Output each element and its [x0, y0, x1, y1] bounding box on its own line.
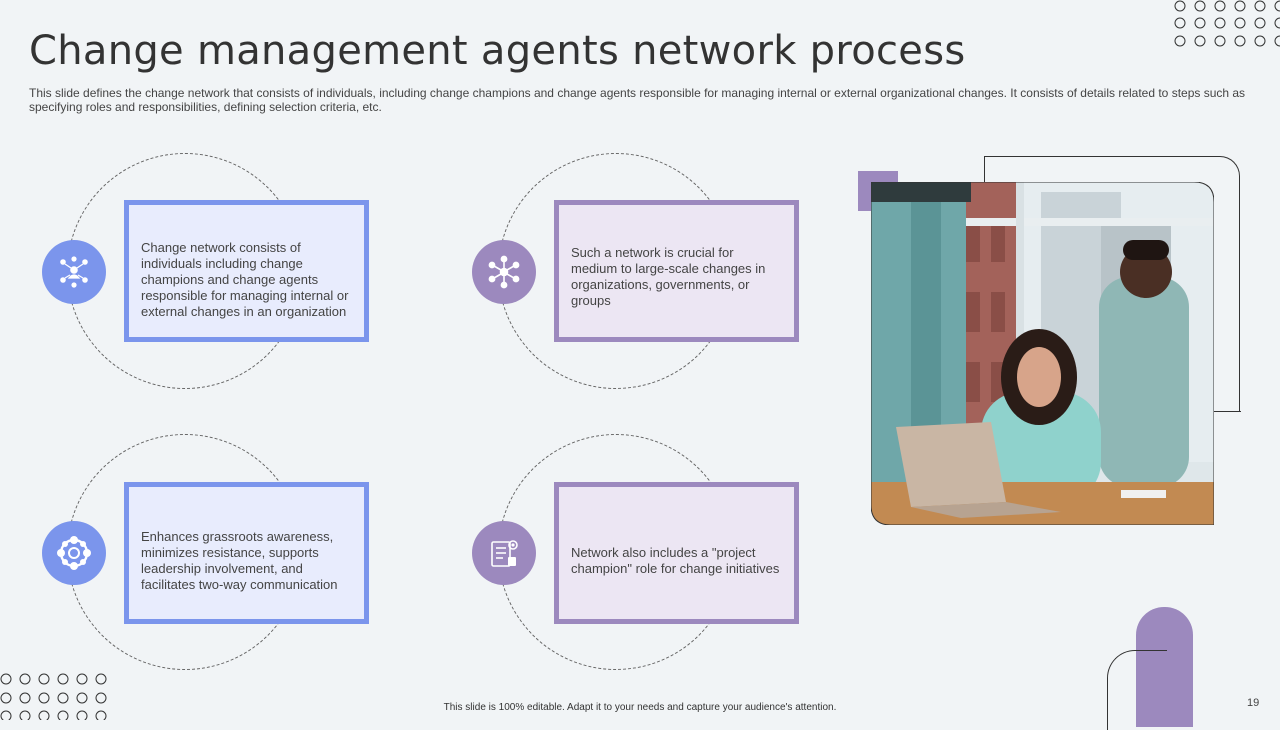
step-3-text: Enhances grassroots awareness, minimizes… [141, 529, 338, 592]
step-4-text: Network also includes a "project champio… [571, 545, 780, 576]
project-checklist-icon [491, 540, 518, 567]
step-4-card: Network also includes a "project champio… [554, 482, 799, 624]
slide-title: Change management agents network process [29, 28, 966, 74]
people-network-icon [60, 256, 88, 288]
step-1-text: Change network consists of individuals i… [141, 240, 349, 319]
dot-grid-decoration-bottom [0, 673, 107, 720]
photo-decoration-frame-bottom [1213, 411, 1241, 412]
footer-note: This slide is 100% editable. Adapt it to… [443, 702, 837, 713]
step-3-card: Enhances grassroots awareness, minimizes… [124, 482, 369, 624]
slide-subtitle: This slide defines the change network th… [29, 86, 1246, 114]
photo-decoration-frame [984, 156, 1240, 412]
step-3-icon-badge [42, 521, 106, 585]
hub-network-icon [488, 255, 520, 289]
step-2-text: Such a network is crucial for medium to … [571, 245, 766, 308]
team-circle-icon [57, 536, 91, 570]
photo-decoration-frame-side [984, 156, 985, 182]
step-1-icon-badge [42, 240, 106, 304]
step-2-card: Such a network is crucial for medium to … [554, 200, 799, 342]
step-2-icon-badge [472, 240, 536, 304]
office-team-photo [871, 182, 1214, 525]
arch-outline-decoration [1107, 650, 1167, 730]
page-number: 19 [1247, 697, 1260, 709]
step-1-card: Change network consists of individuals i… [124, 200, 369, 342]
step-4-icon-badge [472, 521, 536, 585]
dot-grid-decoration-top [1174, 0, 1280, 47]
